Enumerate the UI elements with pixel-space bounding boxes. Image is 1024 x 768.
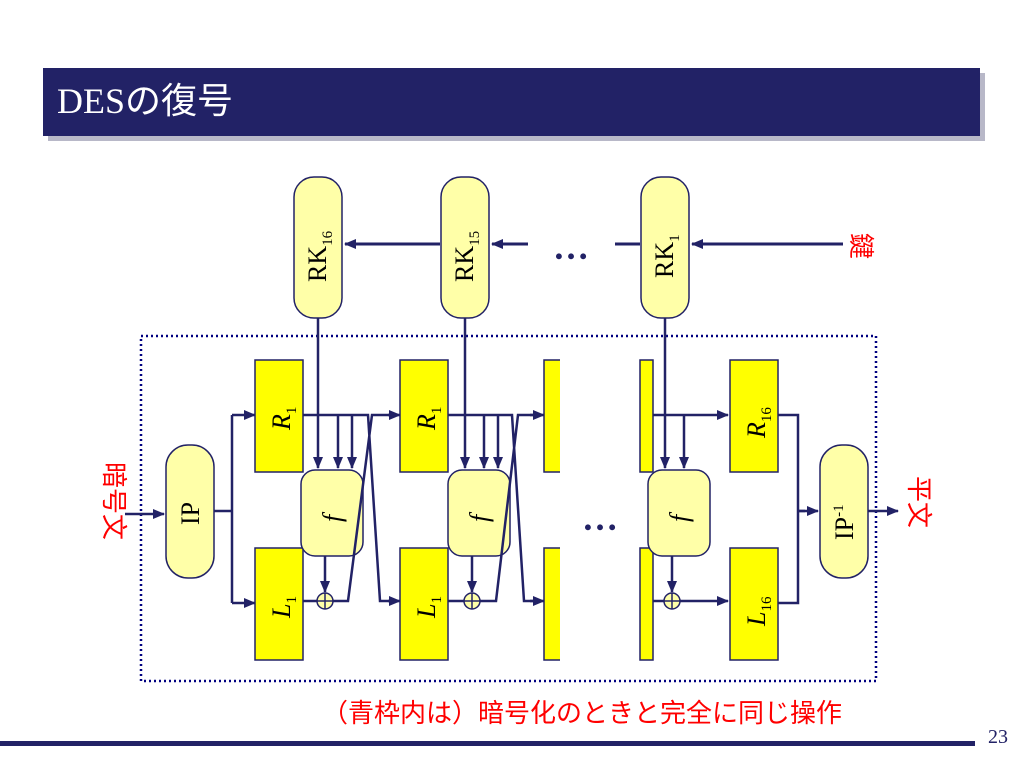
- round-key-rk1-label: RK1: [650, 234, 683, 278]
- round1-right-block: R1: [254, 359, 304, 473]
- round1-left-block: L1: [254, 547, 304, 661]
- ciphertext-label: 暗号文: [98, 462, 128, 540]
- round2-left-block: L1: [399, 547, 449, 661]
- round-key-rk16: RK16: [293, 176, 343, 319]
- round-key-rk1: RK1: [640, 176, 690, 319]
- round16-f-box: f: [647, 469, 711, 557]
- partial-left-block-a: [543, 547, 563, 661]
- round2-f-box: f: [447, 469, 511, 557]
- round-key-rk16-label: RK16: [303, 230, 336, 282]
- initial-permutation-box: IP: [165, 444, 215, 579]
- title-bar: DESの復号: [43, 68, 980, 136]
- round16-right-block: R16: [729, 359, 779, 473]
- svg-text:R1: R1: [412, 407, 445, 431]
- svg-text:L16: L16: [742, 596, 775, 627]
- partial-left-block-b: [639, 547, 654, 661]
- key-label: 鍵: [845, 233, 875, 259]
- partial-right-block-a: [543, 359, 563, 473]
- svg-text:R1: R1: [267, 407, 300, 431]
- crossover-2: [480, 413, 534, 603]
- round1-xor: [316, 592, 334, 610]
- svg-text:f: f: [665, 511, 694, 522]
- page-number: 23: [988, 726, 1008, 748]
- round1-f-box: f: [300, 469, 364, 557]
- round-key-rk15-label: RK15: [450, 231, 483, 282]
- svg-text:R16: R16: [742, 407, 775, 439]
- plaintext-label: 平文: [903, 476, 933, 528]
- svg-text:IP-1: IP-1: [830, 504, 859, 540]
- ip-label: IP: [176, 502, 205, 525]
- final-permutation-box: IP-1: [819, 444, 869, 579]
- round2-right-block: R1: [399, 359, 449, 473]
- svg-text:f: f: [318, 511, 347, 522]
- round16-left-block: L16: [729, 547, 779, 661]
- slide-title: DESの復号: [57, 81, 234, 121]
- note-text: （青枠内は）暗号化のときと完全に同じ操作: [322, 699, 842, 729]
- partial-right-block-b: [639, 359, 654, 473]
- rounds-ellipsis: …: [582, 498, 618, 538]
- svg-text:L1: L1: [412, 596, 445, 619]
- round2-xor: [463, 592, 481, 610]
- svg-text:f: f: [465, 511, 494, 522]
- svg-text:L1: L1: [267, 596, 300, 619]
- merge-lines: [778, 413, 805, 605]
- round16-xor: [663, 592, 681, 610]
- key-ellipsis: …: [553, 227, 589, 267]
- round-key-rk15: RK15: [440, 176, 490, 319]
- footer-line: [0, 741, 975, 746]
- ip-split: [214, 415, 234, 603]
